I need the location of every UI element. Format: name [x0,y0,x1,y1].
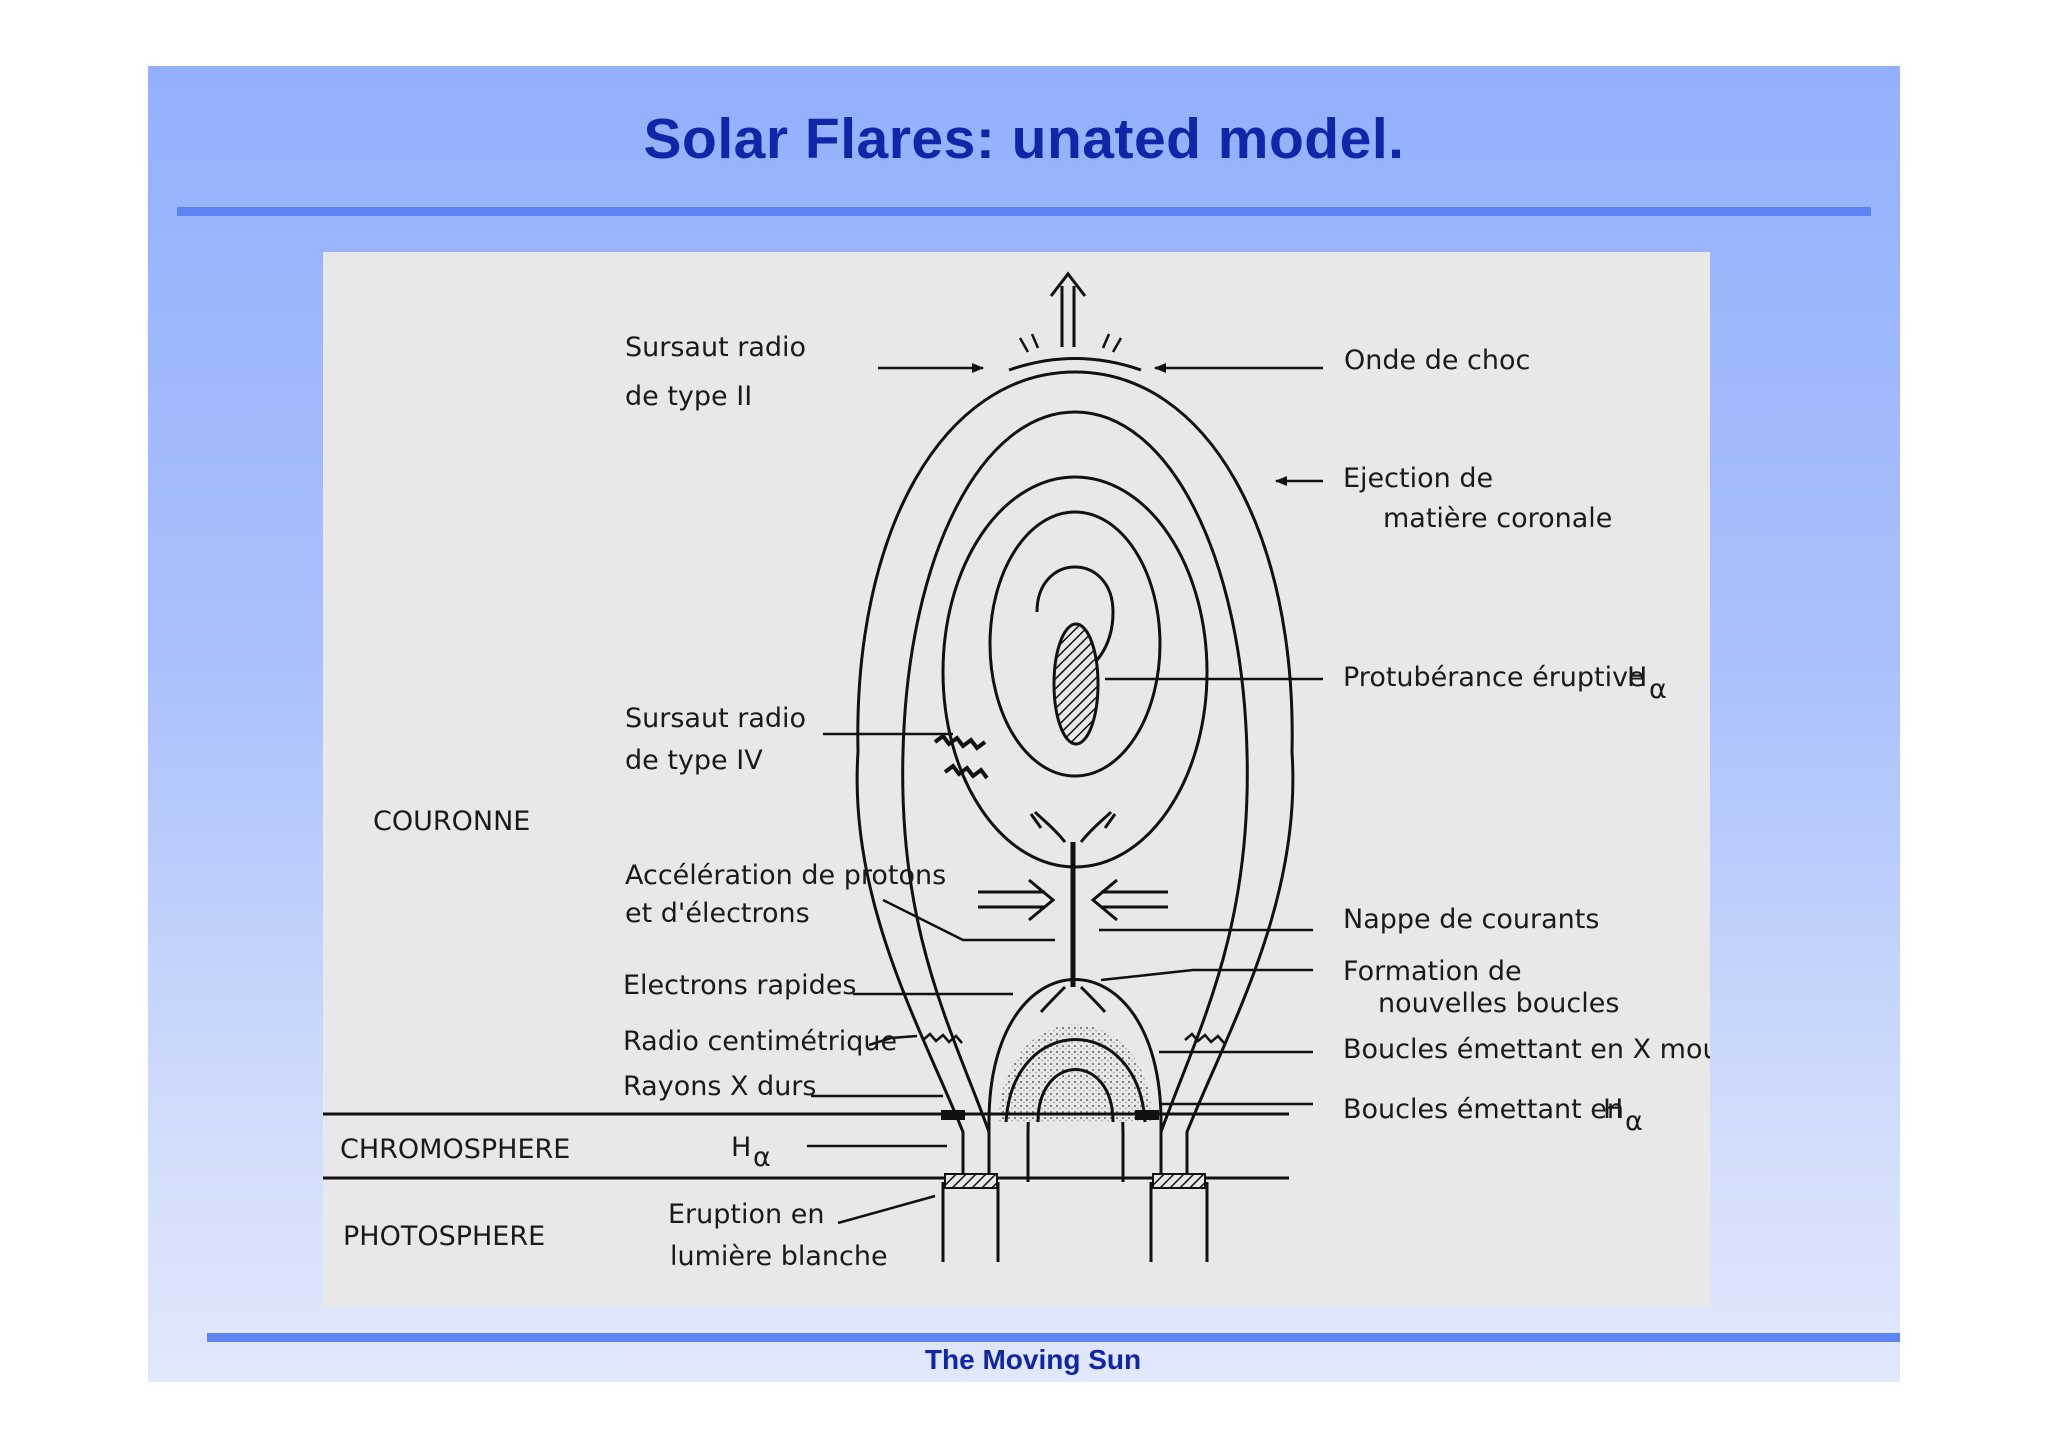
label-boucles-x: Boucles émettant en X mous [1343,1034,1710,1065]
eruption-arrow-icon [1049,271,1087,347]
title-divider [177,207,1871,216]
shock-front [1008,357,1142,372]
label-sursaut-iv-1: Sursaut radio [625,703,806,734]
footer-divider [207,1333,1900,1342]
label-formation-1: Formation de [1343,956,1522,987]
label-radio-cm: Radio centimétrique [623,1026,897,1057]
label-protuberance: Protubérance éruptive [1343,662,1645,693]
footpoint-left [944,1173,998,1189]
label-boucles-h-letter: H [1603,1094,1623,1125]
fourth-loop [988,510,1162,778]
label-rayons-x: Rayons X durs [623,1071,816,1102]
label-eruption-1: Eruption en [668,1199,824,1230]
label-electrons-rapides: Electrons rapides [623,970,857,1001]
label-sursaut-iv-2: de type IV [625,745,763,776]
label-formation-2: nouvelles boucles [1378,988,1619,1019]
field-lines [855,271,1295,1262]
diagram-svg: Sursaut radio de type II Onde de choc Ej… [323,271,1710,1272]
label-acceleration-1: Accélération de protons [625,860,946,891]
label-chromo-alpha: α [753,1142,771,1173]
label-ejection-1: Ejection de [1343,463,1493,494]
label-sursaut-ii-2: de type II [625,381,752,412]
layer-boundaries [323,1112,1289,1180]
type-iv-emission [933,733,987,751]
prominence [1052,622,1100,746]
slide-footer: The Moving Sun [924,1344,1142,1375]
label-chromo-h: H [731,1132,751,1163]
label-sursaut-ii-1: Sursaut radio [625,332,806,363]
label-eruption-2: lumière blanche [670,1241,888,1272]
label-protuberance-h: H [1627,662,1647,693]
flare-model-diagram: Sursaut radio de type II Onde de choc Ej… [323,252,1710,1307]
label-protuberance-alpha: α [1649,674,1667,705]
second-loop [901,410,1249,1182]
leader-lines [807,363,1323,1225]
outer-loop [855,370,1295,1182]
slide-title: Solar Flares: unated model. [643,107,1405,171]
label-boucles-h: Boucles émettant en [1343,1094,1624,1125]
label-photosphere: PHOTOSPHERE [343,1221,545,1252]
footpoint-right [1152,1173,1206,1189]
label-couronne: COURONNE [373,806,530,837]
label-chromosphere: CHROMOSPHERE [340,1134,570,1165]
label-ejection-2: matière coronale [1383,503,1612,534]
label-acceleration-2: et d'électrons [625,898,810,929]
label-boucles-h-alpha: α [1625,1106,1643,1137]
soft-xray-loops [998,1024,1153,1122]
slide: Solar Flares: unated model. [148,66,1900,1382]
label-onde-de-choc: Onde de choc [1344,345,1530,376]
label-nappe: Nappe de courants [1343,904,1599,935]
